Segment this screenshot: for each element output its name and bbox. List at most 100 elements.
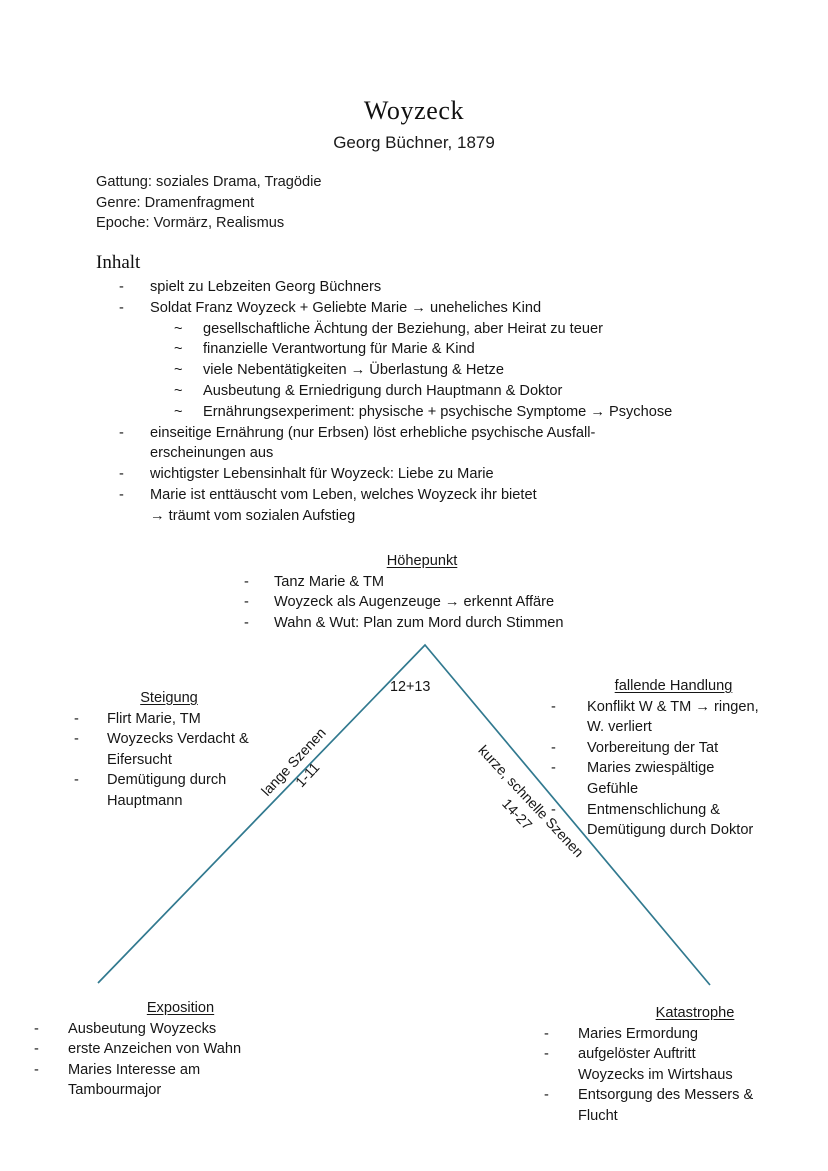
- diagram-block-exposition: Exposition -Ausbeutung Woyzecks-erste An…: [34, 998, 279, 1101]
- list-item-continuation: Demütigung durch Doktor: [587, 822, 754, 839]
- list-item-text: Tanz Marie & TM: [274, 573, 385, 590]
- list-item-continuation: Flucht: [578, 1107, 618, 1124]
- list-item: - spielt zu Lebzeiten Georg Büchners: [96, 277, 796, 298]
- block-heading-hoehepunkt: Höhepunkt: [386, 553, 458, 569]
- list-item-text: Entsorgung des Messers &: [578, 1087, 754, 1104]
- list-item-continuation: Hauptmann: [107, 792, 183, 809]
- list-item-text: einseitige Ernährung (nur Erbsen) löst e…: [150, 424, 596, 441]
- list-item: - Entsorgung des Messers &: [544, 1085, 806, 1106]
- bullet-marker-dash: -: [74, 772, 79, 789]
- list-item-text: gesellschaftliche Ächtung der Beziehung,…: [203, 320, 603, 337]
- list-item-text: Ernährungsexperiment: physische + psychi…: [203, 403, 673, 420]
- bullet-marker-dash: -: [119, 424, 124, 441]
- list-item-continuation: erscheinungen aus: [150, 445, 274, 462]
- bullet-marker-dash: -: [551, 760, 556, 777]
- list-item: ~ Ausbeutung & Erniedrigung durch Hauptma…: [96, 381, 796, 402]
- bullet-marker-dash: -: [551, 698, 556, 715]
- bullet-marker-tilde: ~: [174, 341, 183, 358]
- bullet-marker-tilde: ~: [174, 403, 183, 420]
- inhalt-list: - spielt zu Lebzeiten Georg Büchners - Sold…: [96, 277, 796, 527]
- bullet-marker-dash: -: [74, 710, 79, 727]
- list-item: - Tanz Marie & TM: [232, 572, 612, 593]
- block-items-hoehepunkt: - Tanz Marie & TM - Woyzeck als Augenzeuge …: [232, 572, 612, 634]
- list-item: - Maries zwiespältige: [551, 758, 796, 779]
- list-item-text: Demütigung durch: [107, 772, 227, 789]
- bullet-marker-dash: -: [544, 1046, 549, 1063]
- meta-genre: Genre: Dramenfragment: [96, 194, 255, 211]
- section-heading-inhalt: Inhalt: [96, 252, 141, 273]
- bullet-marker-dash: -: [119, 299, 124, 316]
- bullet-marker-tilde: ~: [174, 320, 183, 337]
- list-item-text: wichtigster Lebensinhalt für Woyzeck: Li…: [150, 466, 494, 483]
- bullet-marker-dash: -: [551, 739, 556, 756]
- page-subtitle: Georg Büchner, 1879: [333, 132, 495, 152]
- list-item: -Wahn & Wut: Plan zum Mord durch Stimmen: [232, 613, 612, 634]
- bullet-marker-dash: -: [119, 486, 124, 503]
- list-item: - Soldat Franz Woyzeck + Geliebte Marie →…: [96, 298, 796, 319]
- list-item-text: spielt zu Lebzeiten Georg Büchners: [150, 279, 382, 295]
- list-item-text: viele Nebentätigkeiten → Überlastung & H…: [203, 362, 504, 379]
- list-item-continuation: Woyzecks im Wirtshaus: [578, 1066, 733, 1083]
- list-item: - aufgelöster Auftritt: [544, 1044, 806, 1065]
- page-title: Woyzeck: [363, 96, 465, 125]
- list-item: - einseitige Ernährung (nur Erbsen) löst …: [96, 423, 796, 444]
- list-item-continuation: W. verliert: [587, 719, 652, 736]
- title-block: Woyzeck Georg Büchner, 1879: [0, 96, 828, 153]
- bullet-marker-dash: -: [119, 279, 124, 295]
- list-item: -erste Anzeichen von Wahn: [34, 1039, 279, 1060]
- list-item: - Vorbereitung der Tat: [551, 738, 796, 759]
- list-item-text: Ausbeutung & Erniedrigung durch Hauptman…: [203, 382, 563, 399]
- list-item-text: Soldat Franz Woyzeck + Geliebte Marie → …: [150, 299, 542, 316]
- block-items-steigung: - Flirt Marie, TM - Woyzecks Verdacht & Eife…: [66, 709, 278, 812]
- bullet-marker-dash: -: [544, 1087, 549, 1104]
- bullet-marker-dash: -: [119, 466, 124, 483]
- list-item-text: Flirt Marie, TM: [107, 710, 201, 727]
- list-item: ~ Ernährungsexperiment: physische + psych…: [96, 402, 796, 423]
- bullet-marker-tilde: ~: [174, 362, 183, 379]
- list-item-text: Vorbereitung der Tat: [587, 739, 719, 756]
- diagram-block-katastrophe: Katastrophe - Maries Ermordung - aufgelöste…: [544, 1003, 806, 1127]
- list-item: - Marie ist enttäuscht vom Leben, welches…: [96, 485, 796, 506]
- list-item-text: Ausbeutung Woyzecks: [68, 1020, 217, 1037]
- list-item-text: Maries Ermordung: [578, 1025, 699, 1042]
- list-item: -Maries Interesse am: [34, 1060, 279, 1081]
- list-item-continuation: Tambourmajor: [68, 1082, 162, 1099]
- list-item: ~ gesellschaftliche Ächtung der Beziehung…: [96, 319, 796, 340]
- block-items-exposition: - Ausbeutung Woyzecks -erste Anzeichen von…: [34, 1019, 279, 1101]
- bullet-marker-dash: -: [34, 1041, 39, 1058]
- bullet-marker-dash: -: [74, 731, 79, 748]
- metadata-block: Gattung: soziales Drama, Tragödie Genre:…: [96, 172, 322, 234]
- list-item: ~finanzielle Verantwortung für Marie & K…: [96, 339, 796, 360]
- list-item-text: Maries zwiespältige: [587, 760, 715, 777]
- list-item: - Flirt Marie, TM: [66, 709, 278, 730]
- diagram-block-hoehepunkt: Höhepunkt - Tanz Marie & TM - Woyzeck als A…: [232, 551, 612, 633]
- list-item-continuation: Eifersucht: [107, 751, 172, 768]
- edge-label-apex-scenes: 12+13: [390, 679, 431, 695]
- bullet-marker-dash: -: [551, 801, 556, 818]
- list-item: - Woyzeck als Augenzeuge → erkennt Affäre: [232, 592, 612, 613]
- list-item: ~ viele Nebentätigkeiten → Überlastung & …: [96, 360, 796, 381]
- list-item: - Entmenschlichung &: [551, 800, 796, 821]
- list-item: - Maries Ermordung: [544, 1024, 806, 1045]
- bullet-marker-dash: -: [244, 594, 249, 611]
- bullet-marker-dash: -: [544, 1025, 549, 1042]
- list-item-text: aufgelöster Auftritt: [578, 1046, 696, 1063]
- block-heading-steigung: Steigung: [140, 690, 198, 706]
- bullet-marker-tilde: ~: [174, 382, 183, 399]
- list-item-text: Wahn & Wut: Plan zum Mord durch Stimmen: [274, 614, 564, 631]
- list-item-text: Entmenschlichung &: [587, 801, 721, 818]
- block-heading-fallende-handlung: fallende Handlung: [614, 678, 733, 694]
- list-item-continuation: → träumt vom sozialen Aufstieg: [150, 507, 356, 524]
- list-item: - Woyzecks Verdacht &: [66, 729, 278, 750]
- list-item-text: Konflikt W & TM → ringen,: [587, 698, 759, 715]
- list-item: - Konflikt W & TM → ringen,: [551, 697, 796, 718]
- list-item-text: Woyzecks Verdacht &: [107, 731, 249, 748]
- bullet-marker-dash: -: [244, 573, 249, 590]
- list-item: - Demütigung durch: [66, 770, 278, 791]
- meta-epoche: Epoche: Vormärz, Realismus: [96, 215, 285, 231]
- diagram-block-fallende-handlung: fallende Handlung - Konflikt W & TM → rin…: [551, 676, 796, 841]
- block-heading-katastrophe: Katastrophe: [655, 1005, 735, 1021]
- list-item-text: Marie ist enttäuscht vom Leben, welches …: [150, 486, 537, 503]
- block-items-fallende-handlung: - Konflikt W & TM → ringen, W. verliert - Vo…: [551, 697, 796, 841]
- list-item-text: Woyzeck als Augenzeuge → erkennt Affäre: [274, 594, 555, 611]
